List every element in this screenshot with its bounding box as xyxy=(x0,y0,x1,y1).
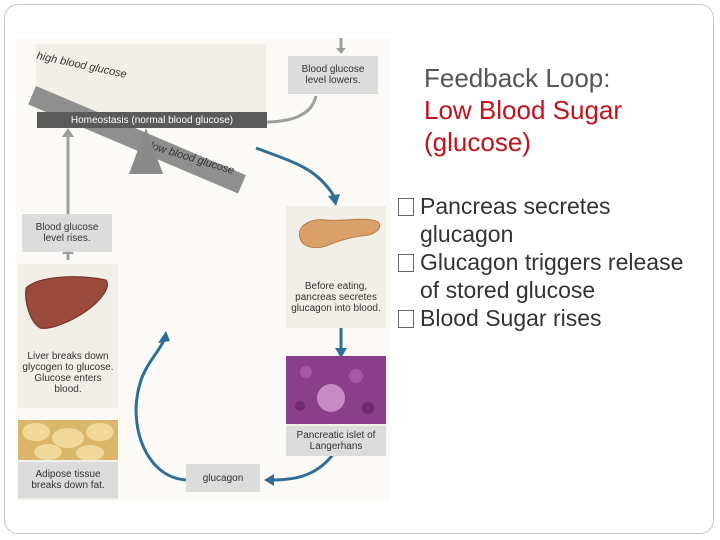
bullet-list: Pancreas secretes glucagon Glucagon trig… xyxy=(398,192,698,332)
adipose-tissue-image xyxy=(18,420,118,460)
islet-micrograph xyxy=(286,356,386,424)
homeostasis-bar: Homeostasis (normal blood glucose) xyxy=(37,112,267,128)
adipose-text: Adipose tissue breaks down fat. xyxy=(18,462,118,498)
liver-panel: Liver breaks down glycogen to glucose. G… xyxy=(18,264,118,408)
liver-text: Liver breaks down glycogen to glucose. G… xyxy=(22,351,114,395)
bullet-item: Glucagon triggers release of stored gluc… xyxy=(398,248,698,304)
pancreas-icon xyxy=(298,218,381,249)
glucagon-box: glucagon xyxy=(186,464,260,492)
islet-panel: Pancreatic islet of Langerhans xyxy=(286,356,386,456)
pancreas-panel: Before eating, pancreas secretes glucago… xyxy=(286,206,386,328)
liver-icon xyxy=(25,276,108,329)
cycle-arrows xyxy=(62,38,347,486)
adipose-panel: Adipose tissue breaks down fat. xyxy=(18,420,118,500)
bullet-text: Blood Sugar rises xyxy=(420,305,602,331)
slide-title: Feedback Loop: Low Blood Sugar (glucose) xyxy=(424,62,622,158)
bullet-text: Pancreas secretes glucagon xyxy=(420,193,611,247)
bullet-item: Blood Sugar rises xyxy=(398,304,698,332)
islet-label: Pancreatic islet of Langerhans xyxy=(286,426,386,456)
bullet-box-icon xyxy=(398,310,414,328)
level-lowers-box: Blood glucose level lowers. xyxy=(288,56,378,94)
title-line-2: Low Blood Sugar xyxy=(424,95,623,125)
glucose-feedback-diagram: high blood glucose low blood glucose Hom… xyxy=(16,38,390,500)
before-eating-text: Before eating, pancreas secretes glucago… xyxy=(291,280,381,314)
bullet-text: Glucagon triggers release of stored gluc… xyxy=(420,249,684,303)
title-line-1: Feedback Loop: xyxy=(424,63,611,93)
bullet-item: Pancreas secretes glucagon xyxy=(398,192,698,248)
high-glucose-label: high blood glucose xyxy=(35,50,128,81)
seesaw-fulcrum xyxy=(129,128,163,174)
level-rises-box: Blood glucose level rises. xyxy=(22,214,112,252)
bullet-box-icon xyxy=(398,254,414,272)
title-line-3: (glucose) xyxy=(424,127,531,157)
bullet-box-icon xyxy=(398,198,414,216)
